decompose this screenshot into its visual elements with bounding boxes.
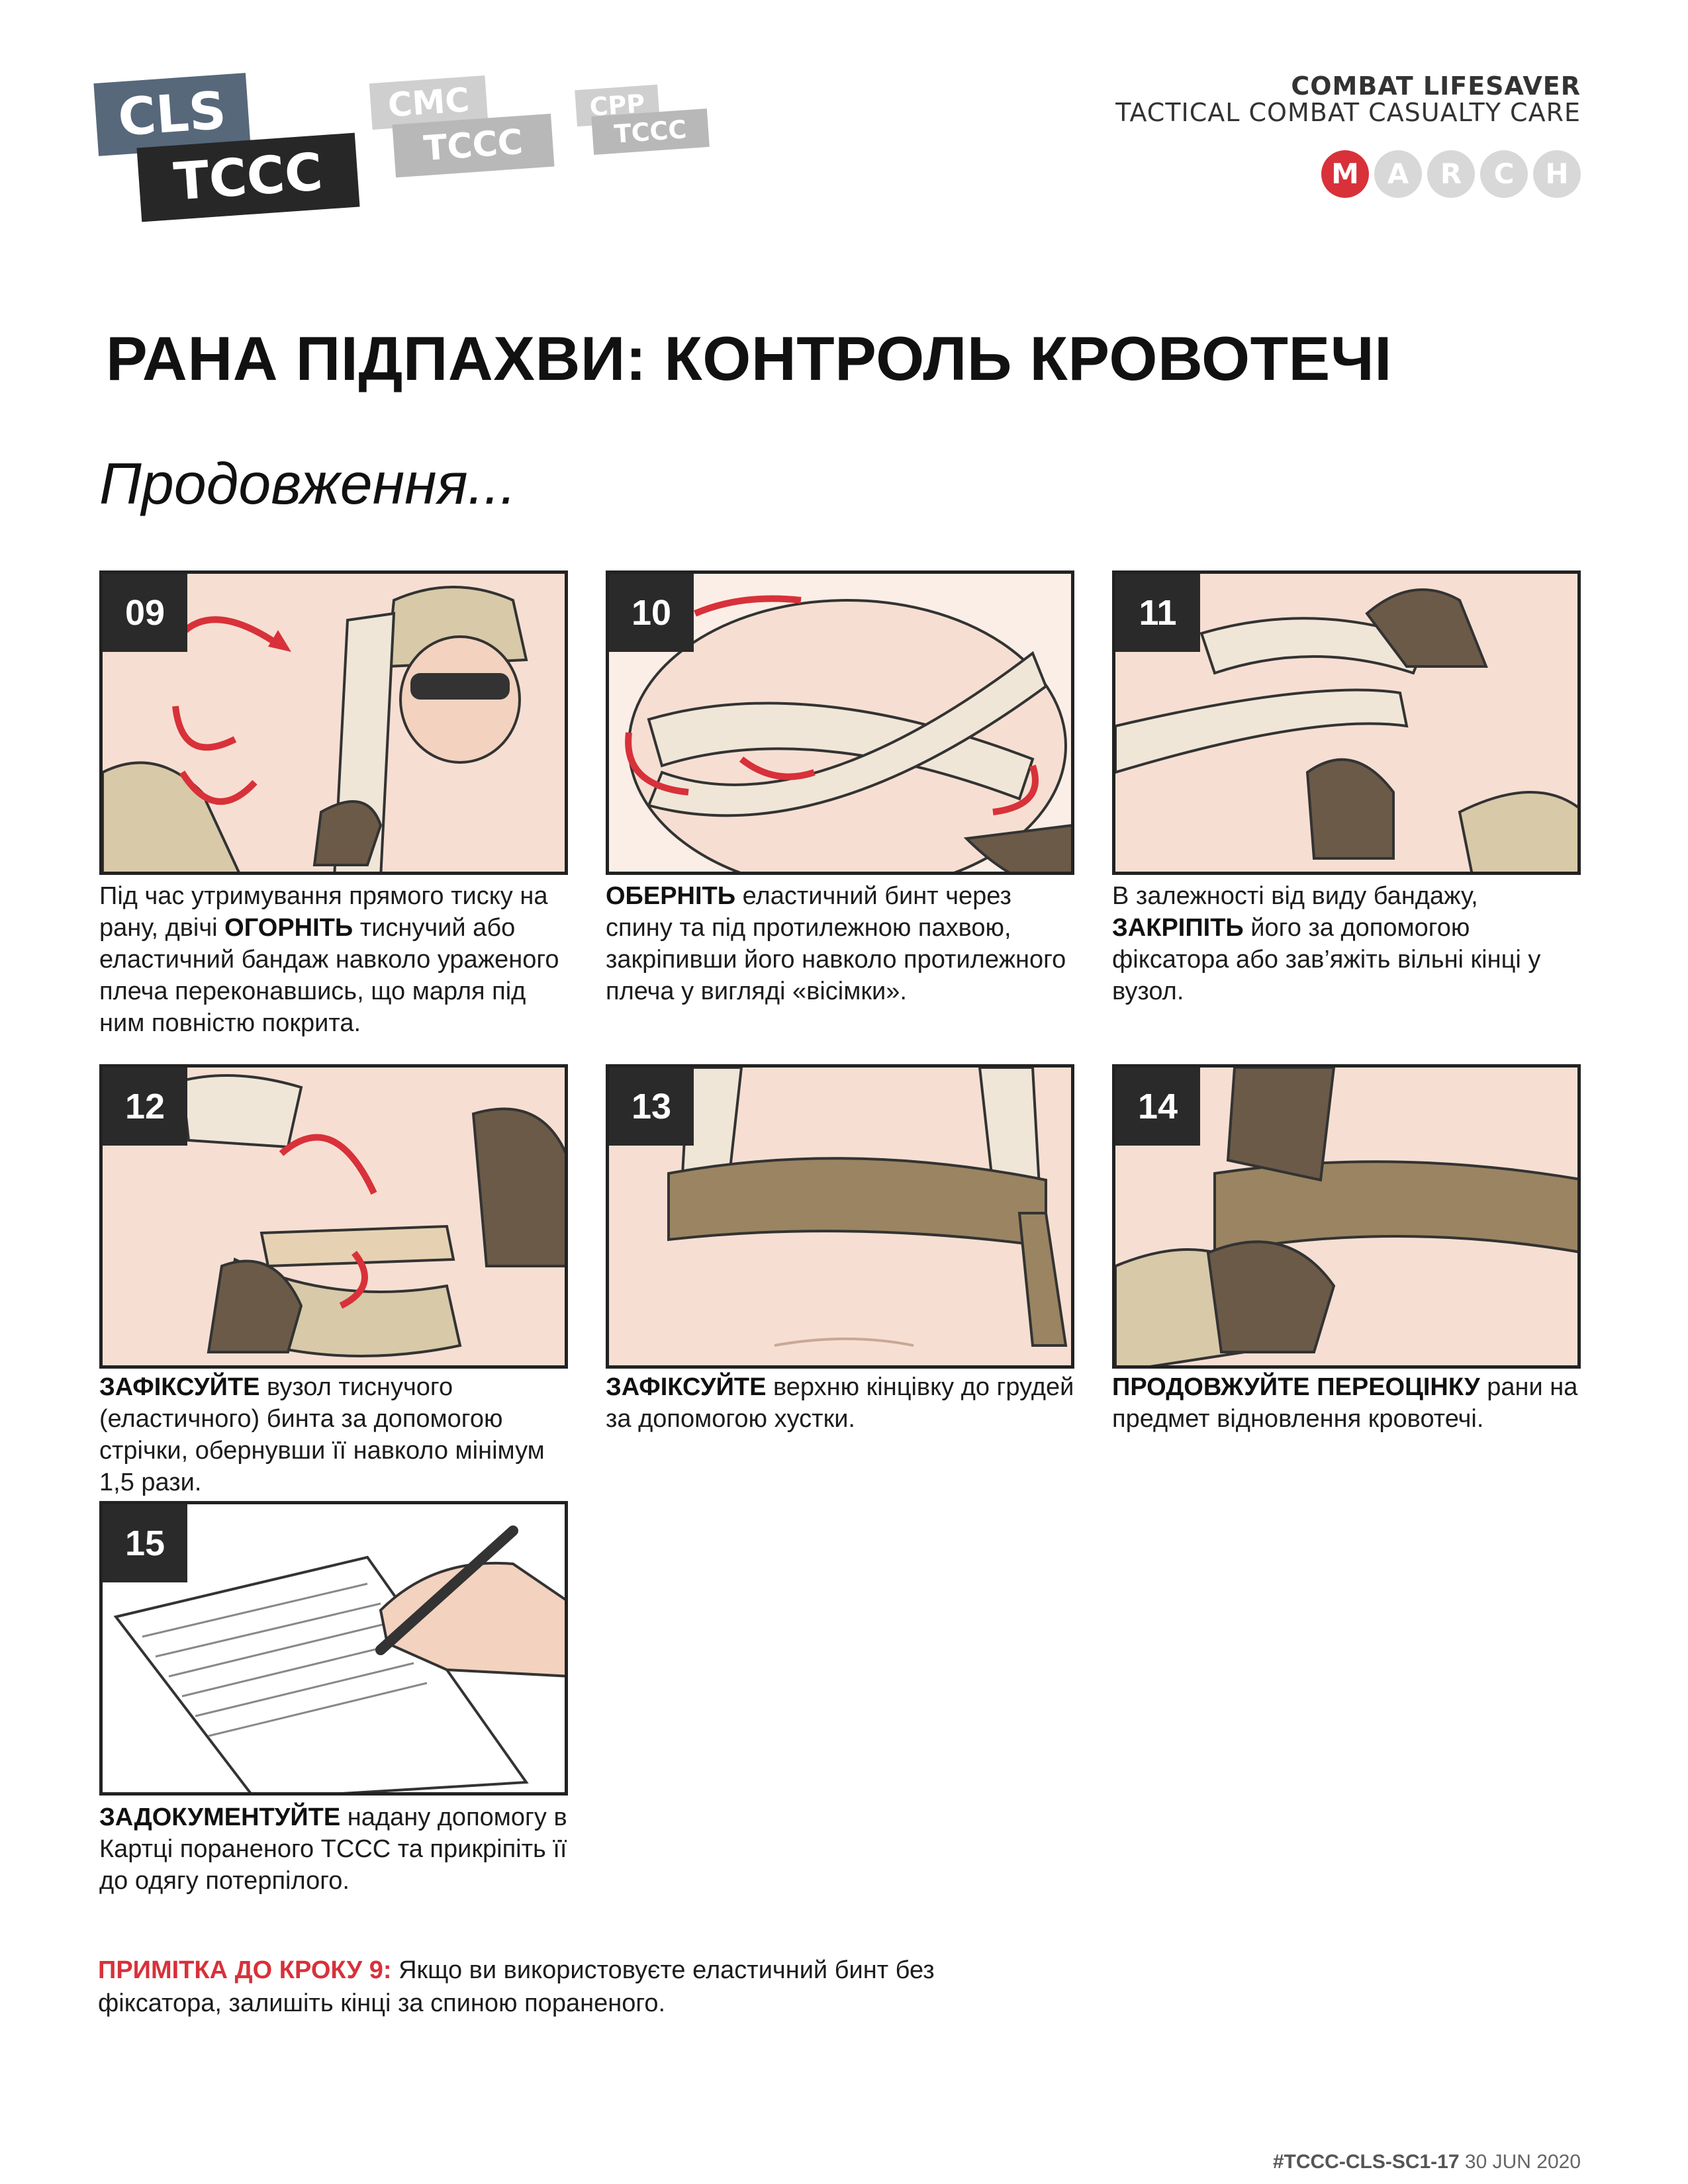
step-11-caption: В залежності від виду бандажу, ЗАКРІПІТЬ… (1112, 882, 1541, 1005)
step-12-caption: ЗАФІКСУЙТЕ вузол тиснучого (еластичного)… (99, 1373, 545, 1496)
cpp-tccc-logo: TCCC (591, 108, 710, 156)
step-9-note: ПРИМІТКА ДО КРОКУ 9: Якщо ви використову… (98, 1954, 1058, 2020)
tccc-logo: TCCC (136, 132, 360, 222)
march-indicator: M A R C H (1321, 150, 1581, 198)
step-number: 15 (103, 1504, 187, 1582)
step-09-illustration: 09 (99, 570, 568, 875)
step-10-illustration: 10 (606, 570, 1074, 875)
step-number: 10 (609, 574, 694, 652)
page-title: РАНА ПІДПАХВИ: КОНТРОЛЬ КРОВОТЕЧІ (106, 324, 1392, 393)
step-number: 12 (103, 1068, 187, 1146)
march-m: M (1321, 150, 1369, 198)
march-r: R (1427, 150, 1475, 198)
march-c: C (1480, 150, 1528, 198)
march-a: A (1374, 150, 1422, 198)
step-15-illustration: 15 (99, 1501, 568, 1796)
step-number: 11 (1115, 574, 1200, 652)
note-label: ПРИМІТКА ДО КРОКУ 9: (98, 1956, 392, 1984)
footer-code: #TCCC-CLS-SC1-17 (1272, 2151, 1460, 2173)
step-13-illustration: 13 (606, 1064, 1074, 1369)
step-12-illustration: 12 (99, 1064, 568, 1369)
step-14-caption: ПРОДОВЖУЙТЕ ПЕРЕОЦІНКУ рани на предмет в… (1112, 1373, 1578, 1433)
march-h: H (1533, 150, 1581, 198)
step-number: 09 (103, 574, 187, 652)
step-10-caption: ОБЕРНІТЬ еластичний бинт через спину та … (606, 882, 1066, 1005)
step-14-illustration: 14 (1112, 1064, 1581, 1369)
footer: #TCCC-CLS-SC1-17 30 JUN 2020 (1273, 2151, 1581, 2173)
header-combat-lifesaver: COMBAT LIFESAVER (1291, 71, 1581, 101)
step-15-caption: ЗАДОКУМЕНТУЙТЕ надану допомогу в Картці … (99, 1803, 567, 1895)
page-subtitle: Продовження... (99, 451, 516, 516)
step-13-caption: ЗАФІКСУЙТЕ верхню кінцівку до грудей за … (606, 1373, 1074, 1433)
step-number: 13 (609, 1068, 694, 1146)
step-09-caption: Під час утримування прямого тиску на ран… (99, 882, 559, 1037)
note-text: Якщо ви використовуєте еластичний бинт б… (98, 1956, 935, 2017)
footer-date: 30 JUN 2020 (1464, 2151, 1581, 2173)
step-number: 14 (1115, 1068, 1200, 1146)
step-11-illustration: 11 (1112, 570, 1581, 875)
cmc-tccc-logo: TCCC (392, 113, 555, 178)
header-tccc: TACTICAL COMBAT CASUALTY CARE (1115, 98, 1581, 127)
